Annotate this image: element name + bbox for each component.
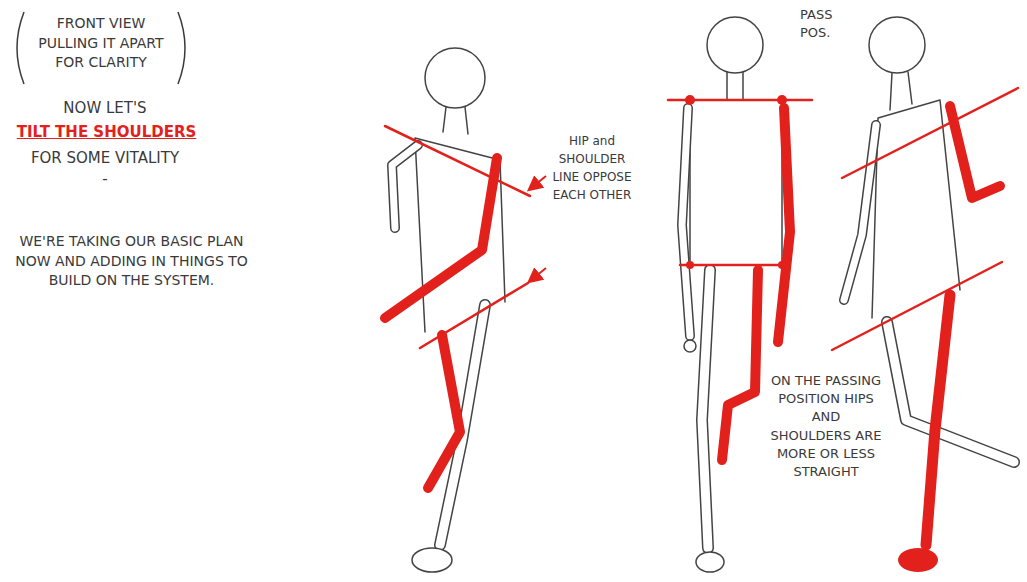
walking-figure-middle-part <box>696 552 724 572</box>
walking-figure-left-part <box>443 107 468 134</box>
walking-figure-middle-part <box>777 95 787 105</box>
walking-figure-middle-part <box>702 270 710 548</box>
walking-figure-left-part <box>428 335 460 488</box>
walking-figure-middle-part <box>680 264 786 267</box>
walking-figure-right-part <box>844 125 876 300</box>
walking-figure-middle <box>668 17 812 572</box>
walking-figure-left-part <box>392 145 418 228</box>
walking-figure-left-part <box>425 48 485 108</box>
walking-figure-right-part <box>869 17 925 73</box>
walking-figure-right-part <box>898 548 938 572</box>
walking-figure-middle-part <box>684 340 696 352</box>
walking-figure-right-part <box>842 88 1018 178</box>
walking-figure-middle-part <box>685 95 695 105</box>
walking-figure-left-part <box>412 548 452 572</box>
walking-figure-middle-part <box>702 270 710 548</box>
parenthesis <box>17 12 185 84</box>
explanation-note: WE'RE TAKING OUR BASIC PLAN NOW AND ADDI… <box>14 232 249 291</box>
walking-figure-right-part <box>844 125 876 300</box>
walking-figure-middle-part <box>686 261 694 269</box>
parenthesis-part <box>17 12 24 84</box>
walking-figure-right <box>832 17 1018 572</box>
callout-arrow <box>530 176 546 281</box>
walking-figure-middle-part <box>722 270 758 460</box>
walking-figure-middle-part <box>778 261 786 269</box>
instruction-text: NOW LET'S <box>20 98 190 119</box>
pose-note: ON THE PASSING POSITION HIPS AND SHOULDE… <box>770 372 882 481</box>
walking-figure-left-part <box>385 126 530 196</box>
walking-figure-right-part <box>887 322 1014 462</box>
callout-arrow-part <box>530 176 546 189</box>
walking-figure-right-part <box>890 72 912 110</box>
view-note: FRONT VIEW PULLING IT APART FOR CLARITY <box>26 14 176 73</box>
walking-figure-middle-part <box>727 72 743 100</box>
walking-figure-middle-part <box>682 108 690 336</box>
walking-figure-middle-part <box>690 100 782 265</box>
walking-figure-right-part <box>887 322 1014 462</box>
walking-figure-left-part <box>392 145 418 228</box>
walking-figure-right-part <box>872 100 960 318</box>
pose-label: PASS POS. <box>800 6 856 42</box>
callout-arrow-part <box>530 268 546 281</box>
walking-figure-right-part <box>832 262 1002 350</box>
walking-figure-middle-part <box>778 108 790 342</box>
walking-figure-middle-part <box>682 108 690 336</box>
callout-note: HIP and SHOULDER LINE OPPOSE EACH OTHER <box>552 132 632 204</box>
walking-figure-middle-part <box>707 17 763 73</box>
walking-figure-left <box>385 48 530 572</box>
walking-figure-left-part <box>385 158 497 318</box>
walking-figure-right-part <box>926 295 950 545</box>
parenthesis-part <box>178 12 185 84</box>
instruction-text: FOR SOME VITALITY - <box>30 148 180 190</box>
emphasis-text: TILT THE SHOULDERS <box>4 122 209 143</box>
walking-figure-left-part <box>420 283 528 348</box>
